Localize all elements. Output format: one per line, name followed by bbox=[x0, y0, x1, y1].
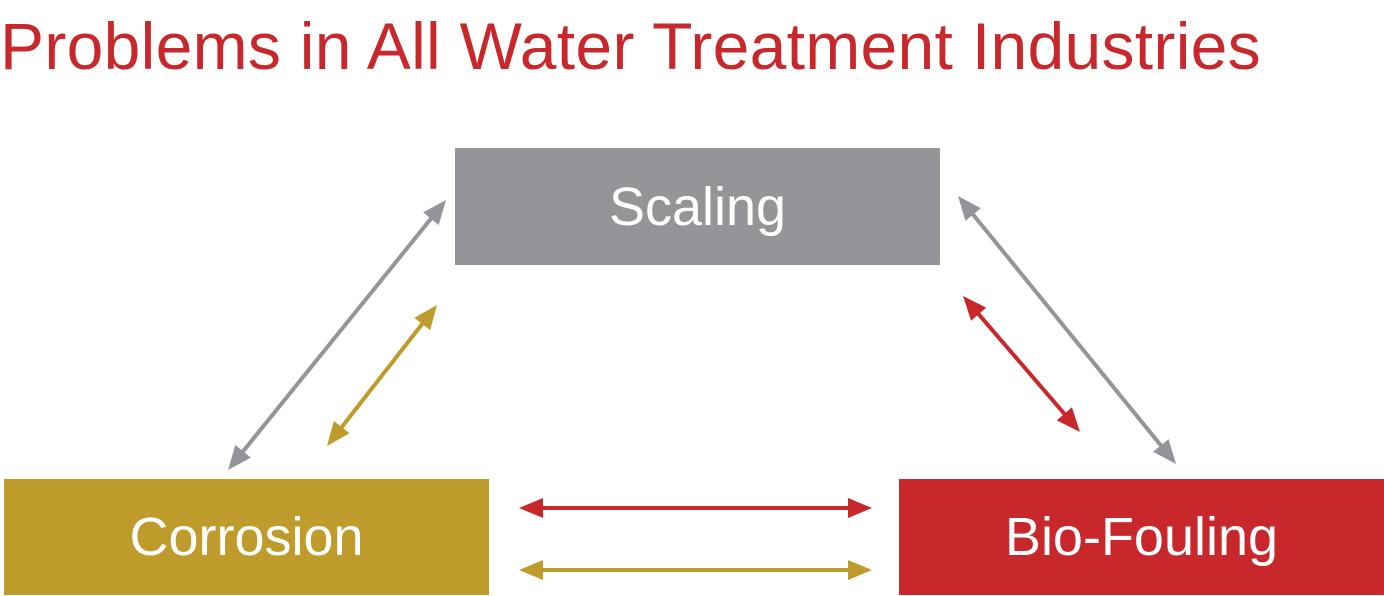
arrow-corrosion-scaling-gray bbox=[228, 200, 446, 470]
scaling-label: Scaling bbox=[608, 176, 787, 237]
scaling-box: Scaling bbox=[455, 148, 940, 265]
corrosion-box: Corrosion bbox=[4, 479, 489, 595]
arrow-corrosion-biofouling-red bbox=[519, 498, 872, 518]
arrow-scaling-biofouling-gray bbox=[958, 196, 1176, 464]
arrow-corrosion-biofouling-gold bbox=[519, 560, 872, 580]
corrosion-label: Corrosion bbox=[129, 507, 364, 567]
arrow-scaling-biofouling-red bbox=[963, 296, 1080, 432]
biofouling-box: Bio-Fouling bbox=[899, 479, 1384, 595]
arrow-corrosion-scaling-gold bbox=[327, 305, 437, 446]
diagram-title: Problems in All Water Treatment Industri… bbox=[0, 9, 1261, 83]
biofouling-label: Bio-Fouling bbox=[1004, 507, 1279, 567]
